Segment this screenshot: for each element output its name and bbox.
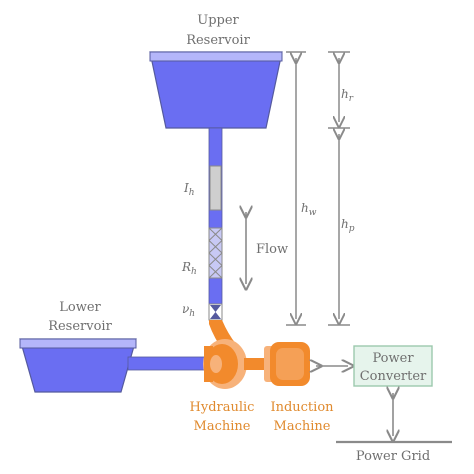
head-reservoir-label: hr bbox=[341, 87, 354, 104]
upper-reservoir-label-line2: Reservoir bbox=[186, 33, 250, 48]
induction-machine-label-line2: Machine bbox=[274, 419, 331, 434]
hydraulic-machine bbox=[203, 339, 247, 389]
valve-label: νh bbox=[182, 302, 195, 319]
hydraulic-machine-label-line1: Hydraulic bbox=[190, 400, 255, 415]
flow-label: Flow bbox=[256, 242, 288, 257]
head-penstock-label: hp bbox=[341, 217, 355, 234]
inertance-label: Ih bbox=[183, 181, 195, 198]
power-converter-label-line1: Power bbox=[372, 351, 414, 366]
resistance-label: Rh bbox=[181, 260, 197, 277]
hydraulic-machine-label-line2: Machine bbox=[194, 419, 251, 434]
lower-reservoir-label-line2: Reservoir bbox=[48, 319, 112, 334]
induction-machine-label-line1: Induction bbox=[270, 400, 334, 415]
lower-reservoir bbox=[19, 338, 137, 393]
penstock-pipe bbox=[208, 127, 223, 319]
tailrace-pipe bbox=[127, 356, 207, 371]
resistance-element bbox=[208, 227, 223, 279]
induction-machine bbox=[264, 342, 310, 386]
power-converter-box bbox=[353, 345, 433, 387]
valve-element bbox=[208, 303, 223, 321]
upper-reservoir-label-line1: Upper bbox=[197, 13, 239, 28]
lower-reservoir-label-line1: Lower bbox=[59, 300, 101, 315]
power-grid-label: Power Grid bbox=[356, 449, 430, 464]
head-water-label: hw bbox=[301, 201, 317, 218]
upper-reservoir bbox=[149, 51, 283, 129]
inertance-element bbox=[209, 165, 222, 211]
machine-shaft bbox=[244, 358, 268, 370]
power-converter-label-line2: Converter bbox=[360, 369, 427, 384]
